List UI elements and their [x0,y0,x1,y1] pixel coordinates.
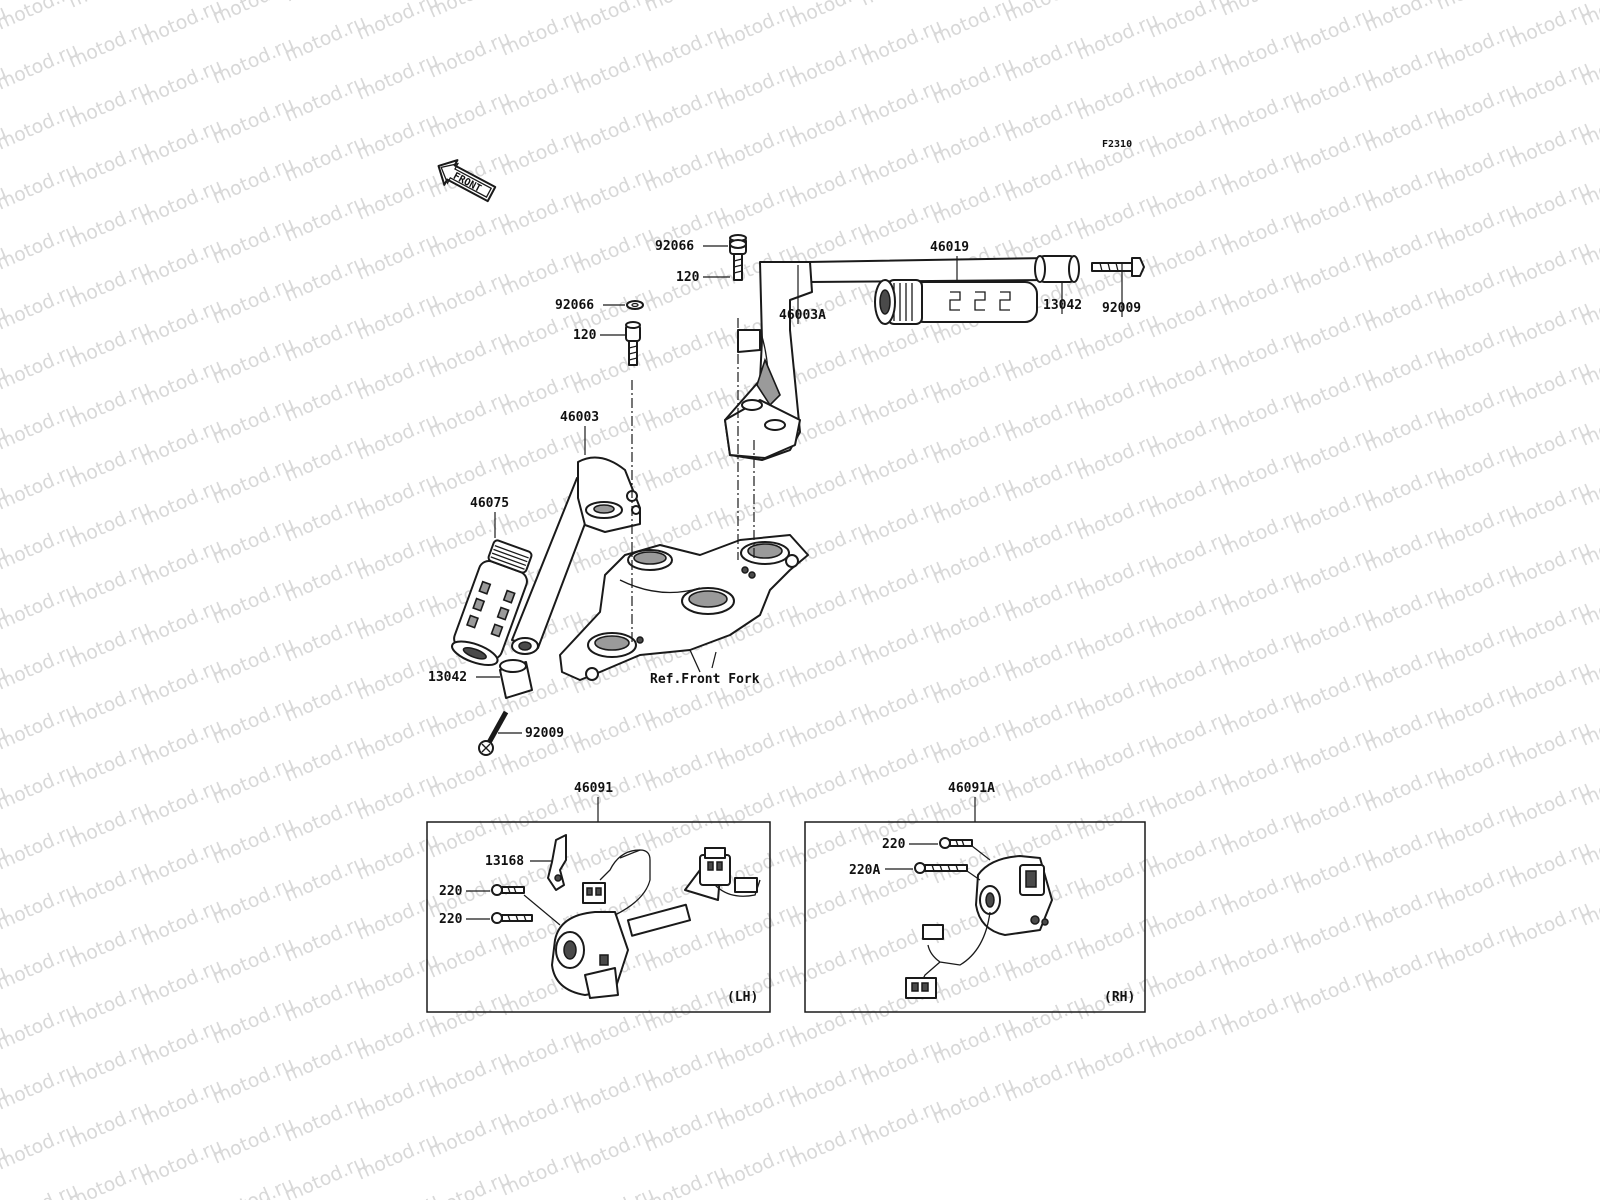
label-220-lh-b: 220 [439,912,463,927]
label-220-rh: 220 [882,837,906,852]
label-220-lh-a: 220 [439,884,463,899]
label-92009-lh: 92009 [525,726,564,741]
label-92066-lh: 92066 [555,298,594,313]
lh-grip [451,539,533,667]
lh-side-label: (LH) [727,990,758,1005]
lever-holder-13168 [547,834,567,891]
label-46019: 46019 [930,240,969,255]
label-46003A: 46003A [779,308,826,323]
label-46003: 46003 [560,410,599,425]
watermark-text: motod.ru [1577,0,1600,31]
lh-handlebar [511,456,641,655]
rh-screw-220 [939,837,973,849]
label-120-rh: 120 [676,270,700,285]
lh-screw-220-b [491,912,533,924]
label-46091: 46091 [574,781,613,796]
lh-screw-220-a [491,884,525,896]
label-120-lh: 120 [573,328,597,343]
rh-bar-end-weight [1034,255,1080,283]
lh-bar-end-weight [499,659,533,699]
label-92066-rh: 92066 [655,239,694,254]
label-46075: 46075 [470,496,509,511]
lh-switch-housing [551,847,761,999]
label-13168: 13168 [485,854,524,869]
rh-grip [874,279,1038,325]
upper-triple-clamp [559,534,809,681]
lh-bar-end-screw [478,710,509,756]
rh-clamp-washer [729,239,747,249]
ref-front-fork-label: Ref.Front Fork [650,672,760,687]
lh-connector [582,882,606,904]
label-220A: 220A [849,863,880,878]
front-arrow-icon: FRONT [437,159,497,203]
rh-switch-housing [919,855,1053,986]
figure-code: F2310 [1102,139,1132,150]
label-13042-lh: 13042 [428,670,467,685]
rh-handlebar [724,257,1057,461]
rh-screw-220A [914,862,968,874]
lh-clamp-bolt [625,321,641,366]
rh-bar-end-screw [1091,257,1145,277]
rh-connector [905,977,937,999]
label-46091A: 46091A [948,781,995,796]
lh-clamp-washer [626,300,644,310]
rh-side-label: (RH) [1104,990,1135,1005]
rh-switch-box [804,821,1146,1013]
